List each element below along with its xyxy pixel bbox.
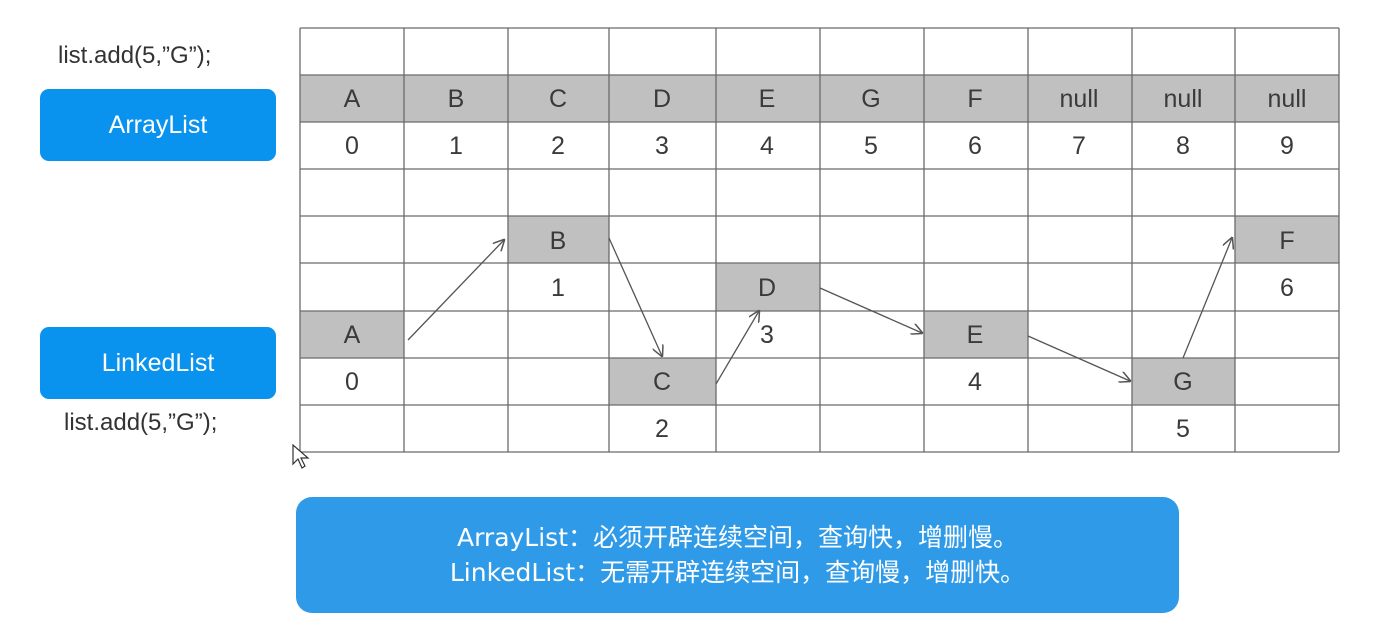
arraylist-value: G	[861, 85, 880, 113]
arraylist-value: null	[1268, 85, 1307, 113]
linkedlist-node-value: A	[344, 321, 361, 349]
arraylist-cell	[508, 75, 609, 122]
linkedlist-node-index: 5	[1176, 415, 1190, 443]
arraylist-index: 5	[864, 132, 878, 160]
arraylist-row: A B C D E G F null null null	[344, 85, 1307, 113]
comparison-summary-box: ArrayList：必须开辟连续空间，查询快，增删慢。 LinkedList：无…	[296, 497, 1179, 613]
linkedlist-node-value: D	[758, 274, 776, 302]
linkedlist-node-cell	[300, 311, 404, 358]
arraylist-value: F	[967, 85, 982, 113]
linkedlist-button[interactable]: LinkedList	[40, 327, 276, 399]
cell-fills	[300, 75, 1339, 405]
arraylist-cell	[1132, 75, 1235, 122]
linkedlist-node-cell	[924, 311, 1028, 358]
arraylist-cell	[300, 75, 404, 122]
arraylist-index: 2	[551, 132, 565, 160]
linkedlist-node-value: B	[550, 227, 567, 255]
arraylist-index: 0	[345, 132, 359, 160]
arraylist-index: 3	[655, 132, 669, 160]
arraylist-value: D	[653, 85, 671, 113]
arraylist-value: null	[1164, 85, 1203, 113]
arraylist-index: 9	[1280, 132, 1294, 160]
arraylist-index-row: 0 1 2 3 4 5 6 7 8 9	[345, 132, 1294, 160]
arraylist-index: 1	[449, 132, 463, 160]
linkedlist-node-value: F	[1279, 227, 1294, 255]
arraylist-value: null	[1060, 85, 1099, 113]
linkedlist-node-index: 6	[1280, 274, 1294, 302]
linkedlist-node-index: 3	[760, 321, 774, 349]
linkedlist-node-cell	[1132, 358, 1235, 405]
linkedlist-node-cell	[716, 263, 820, 311]
arrow-c-to-d	[715, 311, 759, 385]
mouse-cursor-icon	[292, 444, 310, 469]
linkedlist-node-value: E	[967, 321, 984, 349]
summary-arraylist-line: ArrayList：必须开辟连续空间，查询快，增删慢。	[456, 523, 1019, 552]
arrow-g-to-f	[1182, 238, 1232, 359]
linkedlist-node-value: C	[653, 368, 671, 396]
grid-lines	[299, 27, 1340, 453]
arraylist-code-label: list.add(5,”G”);	[58, 42, 212, 69]
arrow-d-to-e	[819, 287, 922, 333]
summary-linkedlist-line: LinkedList：无需开辟连续空间，查询慢，增删快。	[449, 558, 1026, 587]
linkedlist-node-cell	[1235, 216, 1339, 263]
arraylist-cell	[1028, 75, 1132, 122]
linkedlist-node-index: 1	[551, 274, 565, 302]
arraylist-index: 4	[760, 132, 774, 160]
arraylist-cell	[820, 75, 924, 122]
arraylist-cell	[716, 75, 820, 122]
arrow-b-to-c	[608, 237, 662, 356]
arraylist-index: 7	[1072, 132, 1086, 160]
arraylist-cell	[924, 75, 1028, 122]
arrow-e-to-g	[1027, 335, 1130, 381]
arraylist-value: B	[448, 85, 465, 113]
linkedlist-arrows	[407, 237, 1232, 385]
arraylist-index: 8	[1176, 132, 1190, 160]
arraylist-cell	[1235, 75, 1339, 122]
arraylist-button[interactable]: ArrayList	[40, 89, 276, 161]
arraylist-cell	[404, 75, 508, 122]
arraylist-index: 6	[968, 132, 982, 160]
arraylist-cell	[609, 75, 716, 122]
linkedlist-node-index: 0	[345, 368, 359, 396]
arraylist-value: E	[759, 85, 776, 113]
arraylist-value: C	[549, 85, 567, 113]
linkedlist-node-cell	[508, 216, 609, 263]
linkedlist-nodes: A 0 B 1 C 2 D 3 E 4 G 5 F 6	[344, 227, 1295, 443]
linkedlist-node-index: 4	[968, 368, 982, 396]
linkedlist-node-value: G	[1173, 368, 1192, 396]
arraylist-value: A	[344, 85, 361, 113]
arrow-a-to-b	[407, 240, 504, 341]
linkedlist-node-cell	[609, 358, 716, 405]
linkedlist-node-index: 2	[655, 415, 669, 443]
linkedlist-code-label: list.add(5,”G”);	[64, 409, 218, 436]
